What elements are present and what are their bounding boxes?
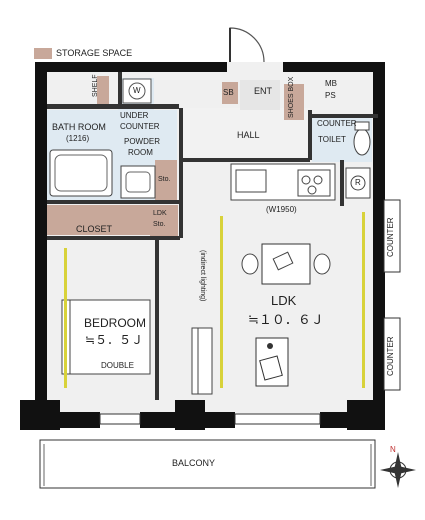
label-shoes-box: SHOES BOX — [288, 76, 295, 118]
outer-walls — [20, 62, 385, 430]
dining-chair — [313, 253, 331, 275]
double-bed — [61, 299, 151, 375]
label-powder-room: POWDER — [124, 137, 160, 146]
label-hall: HALL — [237, 130, 260, 140]
label-ldk-sto-2: Sto. — [153, 221, 166, 228]
entrance-door-swing — [229, 27, 265, 63]
label-mb-ps: MB PS — [325, 79, 337, 100]
label-closet: CLOSET — [76, 224, 113, 234]
label-washer: W — [133, 86, 141, 95]
counter-right-top — [383, 199, 401, 273]
kitchen-sink — [235, 169, 267, 193]
label-ldk-sto: LDK — [153, 210, 167, 217]
vanity-basin — [125, 171, 151, 193]
label-counter-right-top: COUNTER — [386, 217, 395, 257]
label-bath-room: BATH ROOM — [52, 122, 106, 132]
legend-swatch — [34, 48, 52, 59]
legend-label: STORAGE SPACE — [56, 48, 133, 58]
windows — [99, 413, 321, 425]
label-under-counter: UNDER — [120, 111, 149, 120]
label-under-counter-2: COUNTER — [120, 122, 160, 131]
counter-right-bottom — [383, 317, 401, 391]
toilet-tank — [354, 121, 370, 131]
label-bedroom-area: ≒５．５Ｊ — [85, 333, 144, 347]
balcony — [39, 439, 376, 489]
washer-drum — [128, 82, 146, 100]
label-shelf: SHELF — [92, 74, 99, 97]
label-compass-north: N — [390, 445, 396, 454]
label-sto: Sto. — [158, 176, 171, 183]
label-bath-size: (1216) — [66, 134, 90, 143]
label-ldk: LDK — [271, 293, 297, 308]
label-powder-room-2: ROOM — [128, 148, 153, 157]
table-plant — [267, 343, 273, 349]
label-toilet: TOILET — [318, 135, 346, 144]
sofa-back — [191, 327, 199, 395]
label-refrigerator: R — [355, 178, 361, 187]
label-bed: DOUBLE — [101, 361, 134, 370]
label-indirect-lighting: (indirect lighting) — [199, 250, 206, 302]
sliding-doors — [64, 212, 365, 388]
label-bedroom: BEDROOM — [84, 316, 147, 330]
entrance-floor — [240, 80, 280, 110]
bathtub-inner — [54, 154, 108, 192]
toilet-bowl — [353, 128, 371, 156]
label-sb: SB — [223, 88, 234, 97]
label-counter: COUNTER — [317, 119, 357, 128]
lounge-item — [259, 355, 283, 381]
stove — [297, 169, 331, 197]
fridge-symbol — [350, 175, 366, 191]
compass-rose — [380, 452, 416, 488]
storage-areas — [47, 76, 304, 237]
interior-walls — [47, 72, 378, 400]
table-item — [272, 251, 294, 271]
dining-chair — [241, 253, 259, 275]
label-ldk-area: ≒１０．６Ｊ — [248, 312, 324, 327]
label-kitchen-width: (W1950) — [266, 205, 297, 214]
label-counter-right-bottom: COUNTER — [386, 336, 395, 376]
label-balcony: BALCONY — [172, 458, 216, 468]
label-ent: ENT — [254, 86, 272, 96]
